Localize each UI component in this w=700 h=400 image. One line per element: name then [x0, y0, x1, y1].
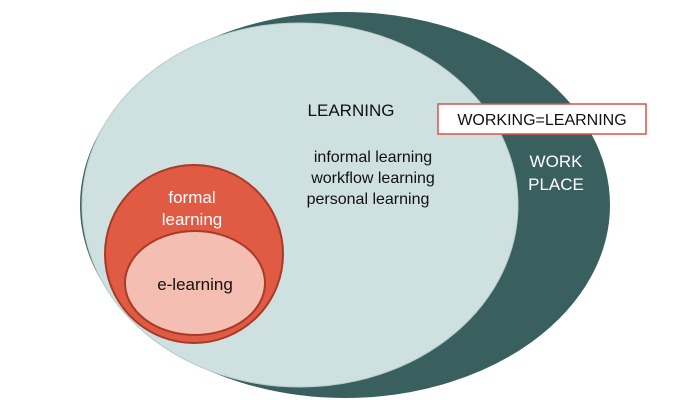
elearning-ellipse [124, 230, 266, 336]
workplace-label-line2: PLACE [528, 175, 584, 194]
working-learning-box [437, 103, 647, 135]
formal-learning-label-line1: formal [168, 188, 215, 207]
learning-item: personal learning [307, 191, 430, 208]
workplace-label-line1: WORK [530, 152, 584, 171]
learning-item: informal learning [314, 149, 432, 166]
working-learning-label: WORKING=LEARNING [457, 112, 626, 129]
elearning-label: e-learning [157, 275, 233, 294]
formal-learning-label-line2: learning [162, 210, 223, 229]
learning-label: LEARNING [308, 101, 395, 120]
learning-item: workflow learning [310, 170, 435, 187]
